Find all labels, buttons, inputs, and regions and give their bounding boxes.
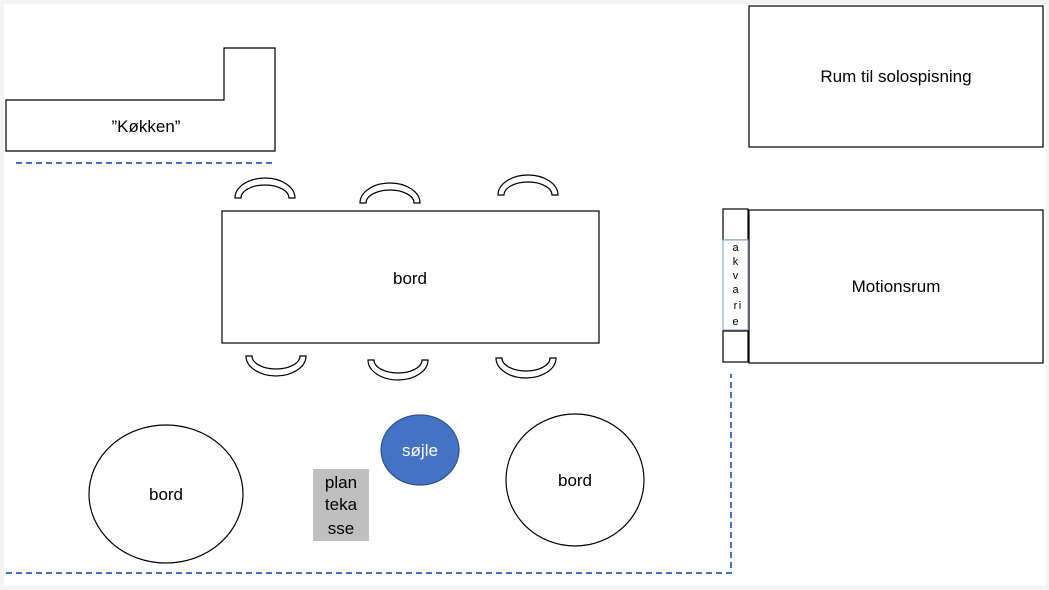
- round-table-right: [505, 413, 645, 547]
- planter-label: plan teka sse: [325, 473, 358, 538]
- chair: [245, 355, 307, 377]
- aquarium-label-letter: a: [732, 284, 739, 296]
- boundary-dashed-line: [6, 374, 732, 574]
- aquarium-label-letter: e: [732, 316, 738, 328]
- chair: [495, 357, 557, 379]
- chair: [367, 359, 429, 381]
- planter-box: [313, 469, 369, 541]
- aquarium-label-letter: k: [733, 256, 739, 268]
- aquarium-label: a k v a r i e: [732, 242, 741, 328]
- solo-dining-label: Rum til solospisning: [820, 67, 971, 86]
- kitchen-label: ”Køkken”: [112, 117, 181, 136]
- pillar-label: søjle: [402, 441, 438, 460]
- aquarium-label-letter: r: [734, 300, 738, 312]
- aquarium-bottom-cap: [722, 330, 749, 363]
- gym-label: Motionsrum: [852, 277, 941, 296]
- aquarium-label-letter: i: [739, 300, 741, 312]
- kitchen-counter: [5, 47, 276, 152]
- planter-label-line: teka: [325, 495, 358, 514]
- main-table: [221, 210, 600, 344]
- round-table-left: [88, 424, 244, 564]
- round-table-left-label: bord: [149, 485, 183, 504]
- aquarium-label-letter: a: [732, 242, 739, 254]
- chair: [234, 177, 296, 199]
- planter-label-line: sse: [328, 519, 354, 538]
- solo-dining-room: [748, 5, 1044, 148]
- aquarium-top-cap: [722, 208, 749, 241]
- chair: [359, 182, 421, 204]
- round-table-right-label: bord: [558, 471, 592, 490]
- gym-room: [748, 209, 1044, 364]
- planter-label-line: plan: [325, 473, 357, 492]
- chair: [497, 174, 559, 196]
- aquarium-label-letter: v: [733, 270, 739, 282]
- aquarium: [722, 239, 749, 331]
- pillar: [380, 414, 460, 486]
- main-table-label: bord: [393, 269, 427, 288]
